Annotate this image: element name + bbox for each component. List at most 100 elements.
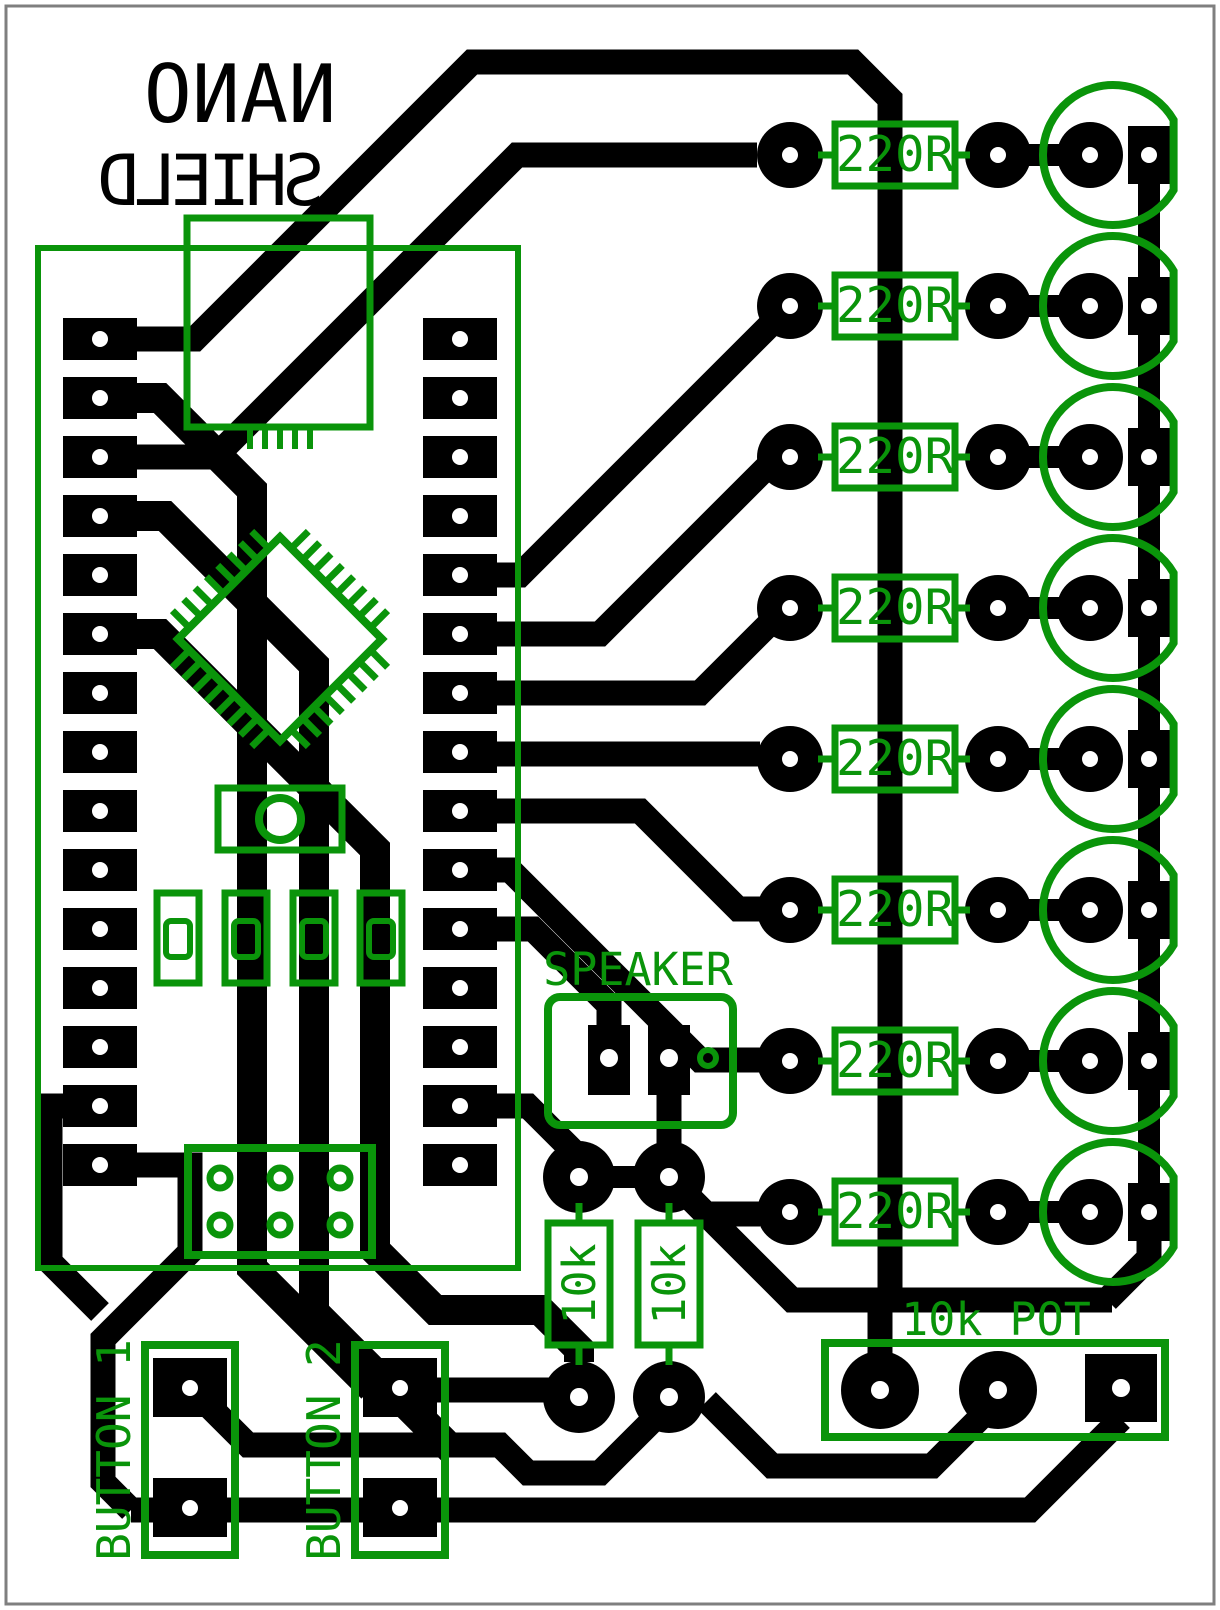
resistor-220-outline xyxy=(831,573,959,643)
smd-passive-outline xyxy=(153,889,203,987)
hole xyxy=(182,1500,198,1516)
smd-passive-outline xyxy=(221,889,271,987)
trace-row4-feed xyxy=(497,598,795,706)
hole xyxy=(452,1039,468,1055)
hole xyxy=(570,1388,588,1406)
speaker-pin1-mark xyxy=(697,1047,719,1069)
resistor-220-label: 220R xyxy=(836,1032,955,1089)
smd-passive-body xyxy=(366,918,396,960)
button2-outline xyxy=(351,1341,449,1559)
hole xyxy=(782,1204,798,1220)
hole xyxy=(1141,1204,1157,1220)
smd-passive-outline xyxy=(289,889,339,987)
resistor-10k-label: 10k xyxy=(643,1243,696,1324)
speaker-hole-1 xyxy=(600,1049,618,1067)
button2-label: BUTTON 2 xyxy=(297,1339,351,1561)
trace-left-staircase xyxy=(90,1152,203,1519)
nano-outline xyxy=(35,245,521,1271)
button1-outline xyxy=(141,1341,239,1559)
hole xyxy=(452,449,468,465)
hole xyxy=(92,508,108,524)
hole xyxy=(989,1381,1007,1399)
hole xyxy=(1141,147,1157,163)
hole xyxy=(452,685,468,701)
chip-pin xyxy=(249,528,272,551)
hole xyxy=(452,803,468,819)
resistor-10k-2: 10k xyxy=(634,1203,704,1365)
hole xyxy=(1082,1053,1098,1069)
speaker-outline xyxy=(544,993,737,1129)
chip-pin xyxy=(215,693,238,716)
hole xyxy=(1141,751,1157,767)
led-outline xyxy=(1039,232,1178,380)
chip-pin xyxy=(356,596,379,619)
resistor-10k-pads xyxy=(543,1141,705,1433)
hole xyxy=(1082,751,1098,767)
hole xyxy=(452,626,468,642)
hole xyxy=(1082,298,1098,314)
chip-pin xyxy=(368,647,391,670)
hole xyxy=(990,449,1006,465)
hole xyxy=(1141,449,1157,465)
resistor-220-outline xyxy=(831,422,959,492)
chip-pin xyxy=(322,562,345,585)
hole xyxy=(782,449,798,465)
hole xyxy=(990,751,1006,767)
resistor-220-outline xyxy=(831,1177,959,1247)
chip-pin xyxy=(203,681,226,704)
smd-passive-outline xyxy=(356,889,406,987)
resistor-220-outline xyxy=(831,724,959,794)
hole xyxy=(990,902,1006,918)
trace-row1-feed xyxy=(137,142,757,470)
speaker-pads xyxy=(588,1025,690,1095)
hole xyxy=(782,147,798,163)
chip-pin xyxy=(249,727,272,750)
hole xyxy=(990,1053,1006,1069)
hole xyxy=(452,390,468,406)
chip-pin xyxy=(345,585,368,608)
chip-pin xyxy=(237,540,260,563)
board-title: NANO SHIELD xyxy=(101,48,337,222)
hole xyxy=(1141,298,1157,314)
led-outline xyxy=(1039,383,1178,531)
hole xyxy=(660,1168,678,1186)
crystal-circle xyxy=(255,794,305,844)
hole xyxy=(782,1053,798,1069)
resistor-led-copper xyxy=(757,122,1170,1245)
icsp-pin xyxy=(326,1211,354,1239)
chip-pin xyxy=(226,551,249,574)
chip-pin xyxy=(288,528,311,551)
led-outline xyxy=(1039,685,1178,833)
hole xyxy=(92,685,108,701)
icsp-pin xyxy=(266,1211,294,1239)
header-pads-right xyxy=(423,318,497,1186)
chip-pin xyxy=(368,608,391,631)
hole xyxy=(782,600,798,616)
hole xyxy=(452,862,468,878)
icsp-pin xyxy=(206,1211,234,1239)
chip-pin xyxy=(192,670,215,693)
hole xyxy=(452,1157,468,1173)
resistor-220-outline xyxy=(831,120,959,190)
resistor-220-label: 220R xyxy=(836,277,955,334)
hole xyxy=(92,744,108,760)
trace-band-a xyxy=(137,383,383,1399)
smd-passive-body xyxy=(163,918,193,960)
hole xyxy=(92,1098,108,1114)
resistor-220-label: 220R xyxy=(836,881,955,938)
led-outline xyxy=(1039,534,1178,682)
hole xyxy=(452,921,468,937)
speaker-label: SPEAKER xyxy=(543,943,734,996)
hole xyxy=(92,626,108,642)
trace-row6-feed xyxy=(497,798,760,922)
crystal-outline xyxy=(214,784,346,854)
icsp-pin xyxy=(326,1164,354,1192)
hole xyxy=(452,331,468,347)
usb-connector-pins xyxy=(247,427,313,449)
chip-pin xyxy=(288,727,311,750)
hole xyxy=(570,1168,588,1186)
chip-pin xyxy=(181,596,204,619)
hole xyxy=(452,567,468,583)
hole xyxy=(782,751,798,767)
